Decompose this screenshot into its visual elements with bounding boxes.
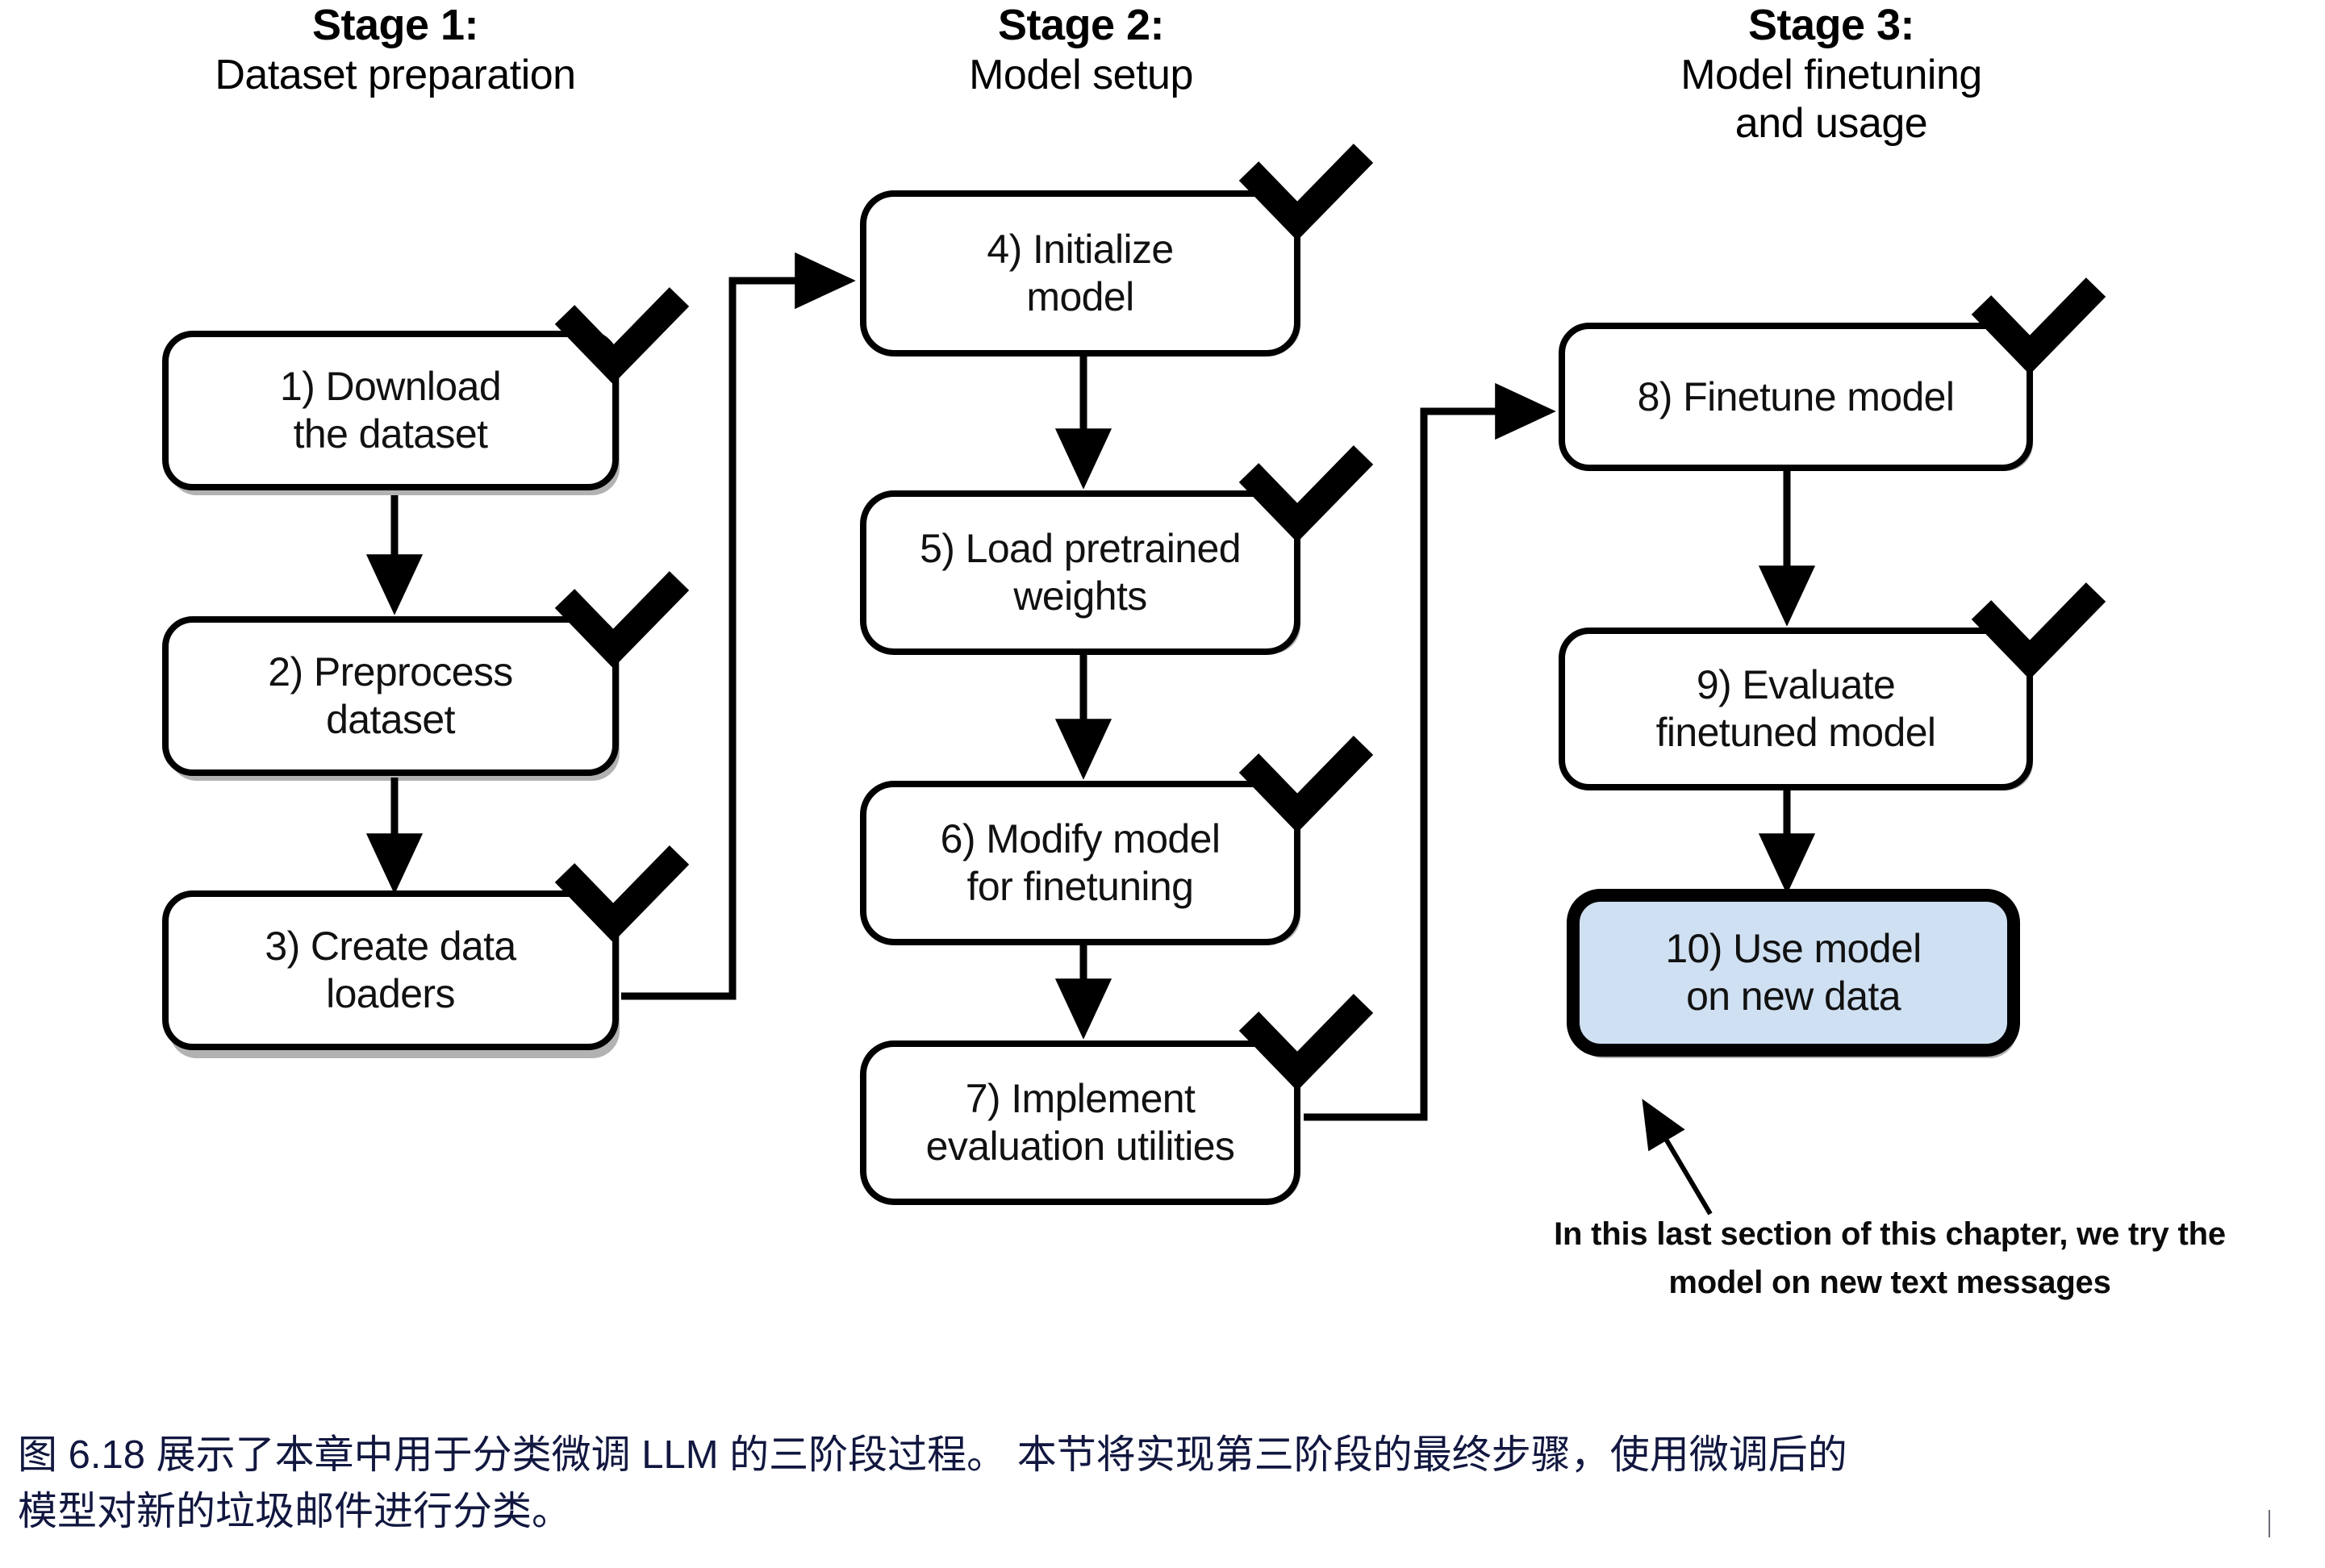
connector-stage2-to-stage3 bbox=[1304, 382, 1556, 1121]
connector-stage1-to-stage2 bbox=[621, 252, 856, 1000]
box-node-5[interactable] bbox=[860, 490, 1300, 655]
box-node-2[interactable] bbox=[162, 616, 619, 776]
annotation-line1: In this last section of this chapter, we… bbox=[1554, 1216, 2226, 1252]
figure-caption: 图 6.18 展示了本章中用于分类微调 LLM 的三阶段过程。 本节将实现第三阶… bbox=[18, 1428, 2309, 1540]
box-node-3[interactable] bbox=[162, 890, 619, 1050]
annotation-line2: model on new text messages bbox=[1668, 1265, 2111, 1300]
check-icon-node-8 bbox=[1971, 277, 2106, 375]
check-icon-node-3 bbox=[554, 845, 690, 943]
stage-3-number: Stage 3: bbox=[1747, 1, 1915, 49]
check-icon-node-7 bbox=[1238, 994, 1374, 1091]
box-node-7[interactable] bbox=[860, 1040, 1300, 1205]
box-node-9[interactable] bbox=[1559, 628, 2033, 790]
text-caret bbox=[2269, 1510, 2270, 1537]
node-boxes bbox=[162, 190, 2033, 1205]
check-icon-node-9 bbox=[1971, 582, 2106, 680]
check-icon-node-5 bbox=[1238, 445, 1374, 543]
box-node-8[interactable] bbox=[1559, 323, 2033, 471]
stage-2-number: Stage 2: bbox=[997, 1, 1165, 49]
box-node-4[interactable] bbox=[860, 190, 1300, 357]
checkmarks bbox=[554, 144, 2106, 1091]
box-node-1[interactable] bbox=[162, 331, 619, 490]
annotation-text: In this last section of this chapter, we… bbox=[1448, 1210, 2325, 1307]
caption-line2: 模型对新的垃圾邮件进行分类。 bbox=[18, 1489, 572, 1533]
stage-title-1: Stage 1: Dataset preparation bbox=[48, 0, 742, 99]
stage-1-name: Dataset preparation bbox=[215, 51, 576, 98]
box-node-6[interactable] bbox=[860, 781, 1300, 945]
check-icon-node-4 bbox=[1238, 144, 1374, 241]
stage-3-name-line2: and usage bbox=[1734, 99, 1928, 147]
stage-title-3: Stage 3: Model finetuning and usage bbox=[1484, 0, 2178, 148]
check-icon-node-1 bbox=[554, 287, 690, 385]
annotation-pointer-arrow bbox=[1642, 1099, 1713, 1216]
box-node-10[interactable] bbox=[1567, 889, 2020, 1057]
stage-title-2: Stage 2: Model setup bbox=[750, 0, 1412, 99]
stage-1-number: Stage 1: bbox=[311, 1, 479, 49]
stage-3-name-line1: Model finetuning bbox=[1680, 51, 1982, 98]
check-icon-node-6 bbox=[1238, 736, 1374, 833]
caption-line1: 图 6.18 展示了本章中用于分类微调 LLM 的三阶段过程。 本节将实现第三阶… bbox=[18, 1433, 1847, 1477]
check-icon-node-2 bbox=[554, 571, 690, 669]
stage-2-name: Model setup bbox=[969, 51, 1193, 98]
